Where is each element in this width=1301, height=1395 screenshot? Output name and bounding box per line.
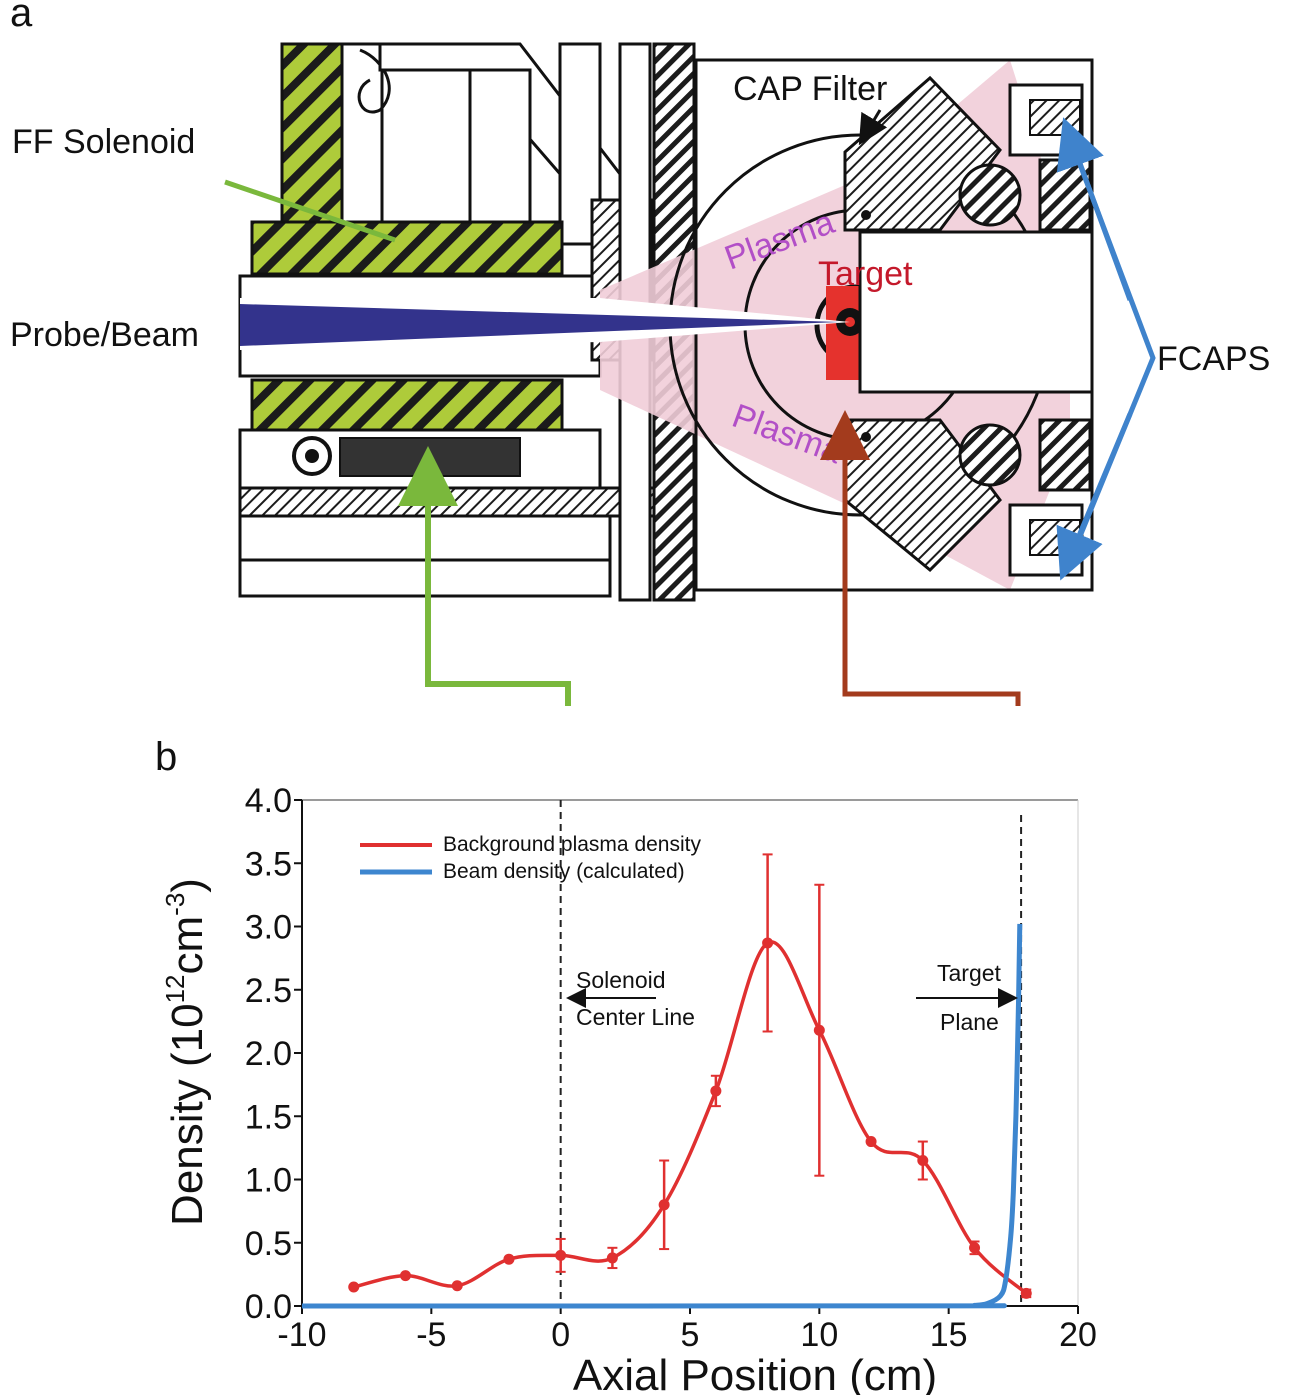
x-tick-label: 20 — [1059, 1316, 1097, 1354]
y-tick-label: 3.5 — [245, 845, 292, 883]
label-probe-beam: Probe/Beam — [10, 316, 199, 354]
y-tick-label: 2.5 — [245, 972, 292, 1010]
plasma-data-point — [348, 1281, 360, 1293]
y-tick-label: 3.0 — [245, 909, 292, 947]
cap-filter-pointer — [858, 109, 888, 146]
solenoid-lower-coil — [250, 378, 564, 432]
plasma-data-point — [710, 1085, 722, 1097]
legend-label-plasma: Background plasma density — [443, 833, 701, 856]
y-tick-label: 0.0 — [245, 1288, 292, 1326]
plasma-data-point — [865, 1136, 877, 1148]
x-tick-label: 15 — [930, 1316, 968, 1354]
series-layer — [301, 853, 1032, 1309]
x-tick-label: 10 — [800, 1316, 838, 1354]
plasma-data-point — [503, 1253, 515, 1265]
panel-a-schematic: a — [10, 0, 1270, 706]
x-tick-labels: -10 -5 0 5 10 15 20 — [277, 1316, 1096, 1354]
label-ff-solenoid: FF Solenoid — [12, 123, 195, 161]
target-chamber — [668, 58, 1094, 592]
plasma-data-point — [1020, 1287, 1032, 1299]
x-tick-label: -5 — [416, 1316, 446, 1354]
y-tick-label: 2.0 — [245, 1035, 292, 1073]
probe-beam-shape — [240, 304, 840, 346]
x-tick-label: -10 — [277, 1316, 326, 1354]
plasma-data-point — [451, 1280, 463, 1292]
plasma-data-point — [969, 1242, 981, 1254]
beam-density-line — [301, 923, 1023, 1309]
reference-lines — [559, 800, 1023, 1306]
label-target: Target — [818, 255, 913, 293]
panel-a-letter: a — [10, 0, 33, 35]
y-tick-label: 1.0 — [245, 1162, 292, 1200]
plasma-data-point — [813, 1024, 825, 1036]
tick-marks — [294, 799, 1079, 1314]
legend-label-beam: Beam density (calculated) — [443, 860, 685, 883]
panel-b-letter: b — [155, 735, 177, 779]
y-tick-label: 4.0 — [245, 782, 292, 820]
plasma-data-point — [555, 1249, 567, 1261]
plasma-data-point — [658, 1199, 670, 1211]
x-tick-label: 0 — [551, 1316, 570, 1354]
solenoid-annotation-line2: Center Line — [576, 1004, 695, 1030]
label-cap-filter: CAP Filter — [733, 70, 887, 108]
solenoid-upper-coil — [250, 220, 564, 276]
ff-solenoid-pointer — [224, 179, 396, 243]
plasma-data-point — [762, 937, 774, 949]
target-annotation-line2: Plane — [940, 1009, 999, 1035]
y-tick-label: 0.5 — [245, 1225, 292, 1263]
panel-b-chart: b 0.0 0.5 1.0 1.5 2.0 2.5 3.0 3.5 4.0 -10 -5 0 5 10 1… — [155, 735, 1097, 1395]
y-axis-title: Density (1012cm-3) — [160, 878, 212, 1226]
y-tick-labels: 0.0 0.5 1.0 1.5 2.0 2.5 3.0 3.5 4.0 — [245, 782, 292, 1326]
plasma-data-point — [606, 1252, 618, 1264]
plasma-data-point — [399, 1270, 411, 1282]
solenoid-annotation-line1: Solenoid — [576, 967, 666, 993]
solenoid-leader-line — [398, 446, 571, 706]
y-tick-label: 1.5 — [245, 1098, 292, 1136]
label-fcaps: FCAPS — [1157, 340, 1270, 378]
plasma-density-line — [353, 940, 1028, 1295]
plasma-data-point — [917, 1155, 929, 1167]
x-tick-label: 5 — [681, 1316, 700, 1354]
target-leader-line — [820, 410, 1021, 706]
target-annotation-line1: Target — [937, 960, 1002, 986]
x-axis-title: Axial Position (cm) — [573, 1351, 937, 1395]
